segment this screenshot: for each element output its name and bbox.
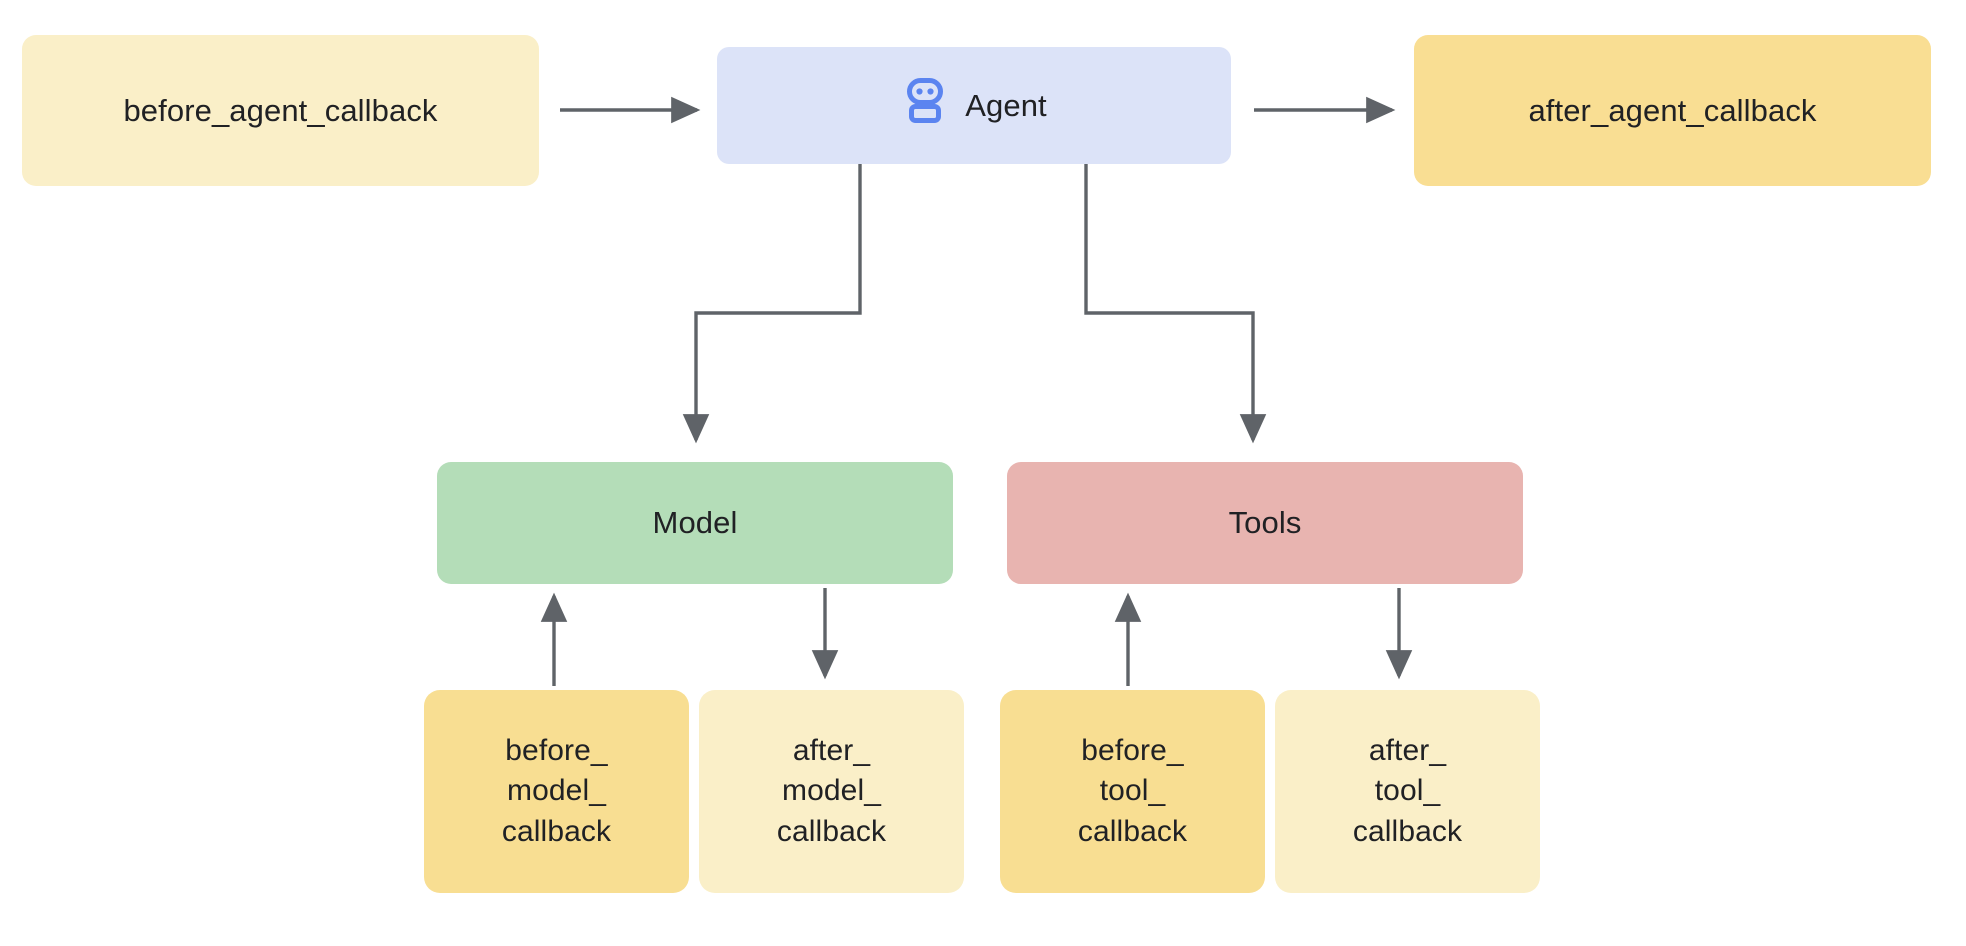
node-model[interactable]: Model [437,462,953,584]
node-before-agent-callback-label: before_agent_callback [123,92,438,128]
node-model-label: Model [652,505,738,541]
node-after-model-callback-label: after_ model_ callback [776,734,887,848]
node-agent-label: Agent [965,87,1047,123]
edge-agent-to-model [682,164,862,444]
node-after-tool-callback-label: after_ tool_ callback [1352,734,1463,848]
node-tools-label: Tools [1228,505,1302,541]
node-before-model-callback[interactable]: before_ model_ callback [424,690,689,893]
node-before-agent-callback[interactable]: before_agent_callback [22,35,539,186]
node-after-agent-callback[interactable]: after_agent_callback [1414,35,1931,186]
node-tools[interactable]: Tools [1007,462,1523,584]
node-before-tool-callback[interactable]: before_ tool_ callback [1000,690,1265,893]
node-after-tool-callback[interactable]: after_ tool_ callback [1275,690,1540,893]
node-agent[interactable]: Agent [717,47,1231,164]
robot-icon [901,76,949,135]
node-after-model-callback[interactable]: after_ model_ callback [699,690,964,893]
node-before-model-callback-label: before_ model_ callback [501,734,612,848]
node-before-tool-callback-label: before_ tool_ callback [1077,734,1188,848]
node-after-agent-callback-label: after_agent_callback [1528,92,1817,128]
edge-agent-to-tools [1084,164,1267,444]
